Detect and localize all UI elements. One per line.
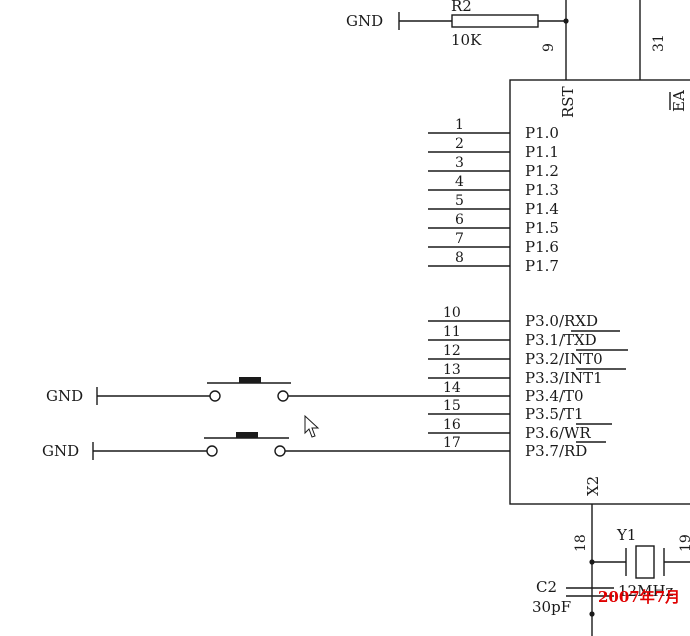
ea-label: EA [670,90,688,112]
svg-text:2: 2 [455,136,464,152]
pin-p1-0: 1 P1.0 [428,117,559,142]
svg-text:6: 6 [455,212,464,228]
resistor-r2 [451,14,539,28]
svg-text:P3.1/TXD: P3.1/TXD [525,331,597,349]
svg-text:12: 12 [443,343,461,359]
svg-text:P3.0/RXD: P3.0/RXD [525,312,598,330]
svg-text:10: 10 [443,305,461,321]
pin-p1-5: 6 P1.5 [428,212,559,237]
r2-value-label: 10K [451,31,482,49]
svg-text:15: 15 [443,398,461,414]
ea-pin-num: 31 [651,34,667,52]
rst-pin-num: 9 [541,43,557,52]
pin-p3-0: 10 P3.0/RXD [428,305,598,330]
pin-p1-7: 8 P1.7 [428,250,559,275]
crystal-freq-label: 12MHz [618,582,674,600]
r2-ref-label: R2 [451,0,472,15]
pin-p1-4: 5 P1.4 [428,193,559,218]
svg-text:5: 5 [455,193,464,209]
pin-p1-3: 4 P1.3 [428,174,559,199]
svg-text:P3.4/T0: P3.4/T0 [525,387,584,405]
svg-text:14: 14 [443,380,461,396]
mcu-chip-body [509,79,690,505]
button2-gnd-label: GND [42,442,79,460]
svg-text:3: 3 [455,155,464,171]
date-watermark: 2007年7月 [598,588,680,606]
crystal-y1 [635,545,655,579]
svg-text:P3.6/WR: P3.6/WR [525,424,591,442]
svg-text:P1.0: P1.0 [525,124,559,142]
push-button-1: GND [46,377,428,405]
pin-p3-5: 15 P3.5/T1 [428,398,584,423]
pin-p3-4: 14 P3.4/T0 [428,380,584,405]
svg-text:P1.5: P1.5 [525,219,559,237]
x2-pin-num: 18 [573,534,589,552]
svg-text:P3.2/INT0: P3.2/INT0 [525,350,603,368]
push-button-2: GND [42,432,428,460]
top-gnd-label: GND [346,12,383,30]
svg-text:4: 4 [455,174,464,190]
svg-text:13: 13 [443,362,461,378]
pin-p3-2: 12 P3.2/INT0 [428,343,628,368]
svg-text:P1.4: P1.4 [525,200,559,218]
cap-value-label: 30pF [532,598,571,616]
pin-p1-1: 2 P1.1 [428,136,559,161]
svg-text:P1.2: P1.2 [525,162,559,180]
x1-pin-num: 19 [678,534,690,552]
svg-text:P1.6: P1.6 [525,238,559,256]
svg-text:11: 11 [443,324,461,340]
pin-p1-6: 7 P1.6 [428,231,559,256]
svg-text:1: 1 [455,117,464,133]
crystal-ref-label: Y1 [616,526,636,544]
pin-p3-3: 13 P3.3/INT1 [428,362,626,387]
junction-dot-bottom [589,611,595,617]
button1-gnd-label: GND [46,387,83,405]
svg-text:P3.5/T1: P3.5/T1 [525,405,584,423]
pin-p1-2: 3 P1.2 [428,155,559,180]
x2-label: X2 [584,476,602,496]
svg-text:7: 7 [455,231,464,247]
pin-p3-6: 16 P3.6/WR [428,417,612,442]
svg-text:P1.7: P1.7 [525,257,559,275]
svg-text:8: 8 [455,250,464,266]
port3-pins: 10 P3.0/RXD 11 P3.1/TXD 12 P3.2/INT0 13 P3.3… [428,305,628,460]
svg-text:P3.3/INT1: P3.3/INT1 [525,369,603,387]
rst-label: RST [559,86,577,118]
svg-text:P3.7/RD: P3.7/RD [525,442,587,460]
cap-ref-label: C2 [536,578,557,596]
svg-text:16: 16 [443,417,461,433]
svg-text:P1.3: P1.3 [525,181,559,199]
svg-text:P1.1: P1.1 [525,143,559,161]
pin-p3-1: 11 P3.1/TXD [428,324,620,349]
svg-text:17: 17 [443,435,461,451]
pin-p3-7: 17 P3.7/RD [428,435,606,460]
mouse-cursor-icon [304,414,320,438]
